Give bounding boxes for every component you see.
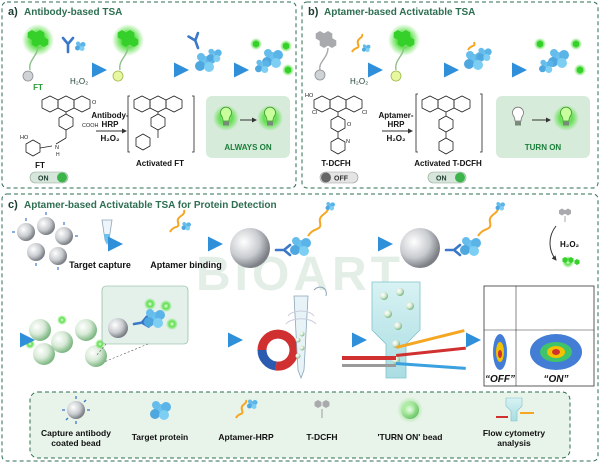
- toggle-on-b-label: ON: [436, 176, 447, 183]
- on-label: “ON”: [544, 374, 569, 385]
- panel-c-title: Aptamer-based Activatable TSA for Protei…: [24, 200, 277, 211]
- aptamer-binding-label: Aptamer binding: [150, 260, 222, 270]
- panel-a-h2o2: H₂O₂: [70, 77, 88, 86]
- tdcfh-label: T-DCFH: [321, 159, 351, 168]
- off-label: “OFF”: [485, 374, 515, 385]
- legend-icon-tdcfh: [314, 400, 330, 418]
- panel-b-letter: b): [308, 6, 319, 18]
- magnetic-separation: [257, 286, 327, 380]
- legend-label-3: T-DCFH: [306, 432, 337, 442]
- legend-icon-turn-on-bead: [397, 397, 423, 423]
- ft-cooh-label: COOH: [82, 123, 99, 129]
- protein-with-antibody-a: [187, 31, 222, 72]
- labeled-protein-a: [250, 38, 294, 76]
- antibody-hrp-icon: [61, 36, 86, 54]
- always-on-box: ALWAYS ON: [206, 96, 290, 158]
- ft-probe-glowing: [22, 24, 54, 82]
- toggle-off-b: OFF: [319, 171, 359, 184]
- ft-short-label: FT: [33, 83, 43, 92]
- tdcfh-probe-activated: [388, 24, 420, 82]
- watermark: BIOART: [196, 248, 404, 301]
- flow-channel: [342, 281, 466, 379]
- bead-complex-1: [230, 201, 335, 268]
- panel-c-h2o2: H₂O₂: [560, 240, 580, 249]
- target-capture-label: Target capture: [69, 260, 131, 270]
- tdcfh-add-icon: [549, 208, 580, 268]
- glowing-beads-cluster: [25, 315, 107, 367]
- legend-label-4: 'TURN ON' bead: [378, 432, 443, 442]
- panel-c-border: [1, 193, 599, 462]
- aptamer-icon-c: [169, 209, 191, 233]
- activated-tdcfh-label: Activated T-DCFH: [414, 159, 482, 168]
- ft-probe-activated: [112, 24, 144, 82]
- always-on-label: ALWAYS ON: [224, 143, 271, 152]
- reagent-a-line2: HRP: [102, 120, 120, 129]
- legend-icon-flow-cytometry: [496, 397, 534, 422]
- activated-tdcfh-structure: [415, 93, 483, 155]
- toggle-on-a-label: ON: [38, 176, 49, 183]
- ft-label: FT: [35, 161, 45, 170]
- panel-c-letter: c): [8, 199, 18, 211]
- tdcfh-ho-label: HO: [305, 93, 314, 99]
- tdcfh-structure: [313, 95, 363, 155]
- legend-label-2: Aptamer-HRP: [218, 432, 274, 442]
- ft-h-label: H: [56, 152, 60, 158]
- legend-label-0a: Capture antibody: [41, 428, 111, 438]
- legend-icon-capture-bead: [62, 396, 90, 424]
- ft-oh-label: HO: [20, 135, 29, 141]
- tdcfh-cl-label-2: Cl: [362, 110, 367, 116]
- reagent-b-h2o2: H₂O₂: [386, 134, 406, 143]
- ft-o-label: O: [92, 100, 97, 106]
- bead-complex-2: [400, 201, 505, 268]
- aptamer-hrp-icon-b: [351, 33, 371, 53]
- zoom-inset: [95, 285, 189, 363]
- turn-on-box: TURN ON: [496, 96, 590, 158]
- legend-label-0b: coated bead: [51, 438, 101, 448]
- activated-ft-label: Activated FT: [136, 159, 184, 168]
- panel-a-border: [1, 1, 297, 189]
- tdcfh-probe-dark: [314, 31, 337, 81]
- legend-label-5a: Flow cytometry: [483, 428, 546, 438]
- toggle-on-b: ON: [427, 171, 467, 184]
- reagent-a-h2o2: H₂O₂: [100, 134, 120, 143]
- flow-cytometry-plot: [483, 285, 595, 387]
- labeled-protein-b: [534, 38, 586, 76]
- panel-a-letter: a): [8, 6, 18, 18]
- turn-on-label: TURN ON: [525, 143, 562, 152]
- panel-b-h2o2: H₂O₂: [350, 77, 368, 86]
- tdcfh-o-label: O: [347, 122, 352, 128]
- tdcfh-cl-label-1: Cl: [312, 110, 317, 116]
- capture-beads-cluster: [12, 212, 78, 270]
- panel-b-border: [301, 1, 599, 189]
- panel-a-title: Antibody-based TSA: [24, 7, 122, 18]
- ft-nh-label: N: [55, 145, 59, 151]
- legend-box: [29, 391, 571, 459]
- toggle-off-b-label: OFF: [334, 176, 349, 183]
- reagent-b-line1: Aptamer-: [378, 111, 413, 120]
- tdcfh-n-label: N: [346, 139, 350, 145]
- toggle-on-a: ON: [29, 171, 69, 184]
- ft-structure: [25, 95, 91, 157]
- legend-label-5b: analysis: [497, 438, 531, 448]
- legend-icon-aptamer-hrp: [235, 399, 258, 419]
- sample-tube-icon: [101, 219, 113, 245]
- protein-with-aptamer-b: [464, 41, 492, 70]
- reagent-a-line1: Antibody-: [91, 111, 129, 120]
- activated-ft-structure: [127, 95, 195, 153]
- reagent-b-line2: HRP: [388, 120, 406, 129]
- panel-b-title: Aptamer-based Activatable TSA: [324, 7, 475, 18]
- legend-label-1: Target protein: [132, 432, 189, 442]
